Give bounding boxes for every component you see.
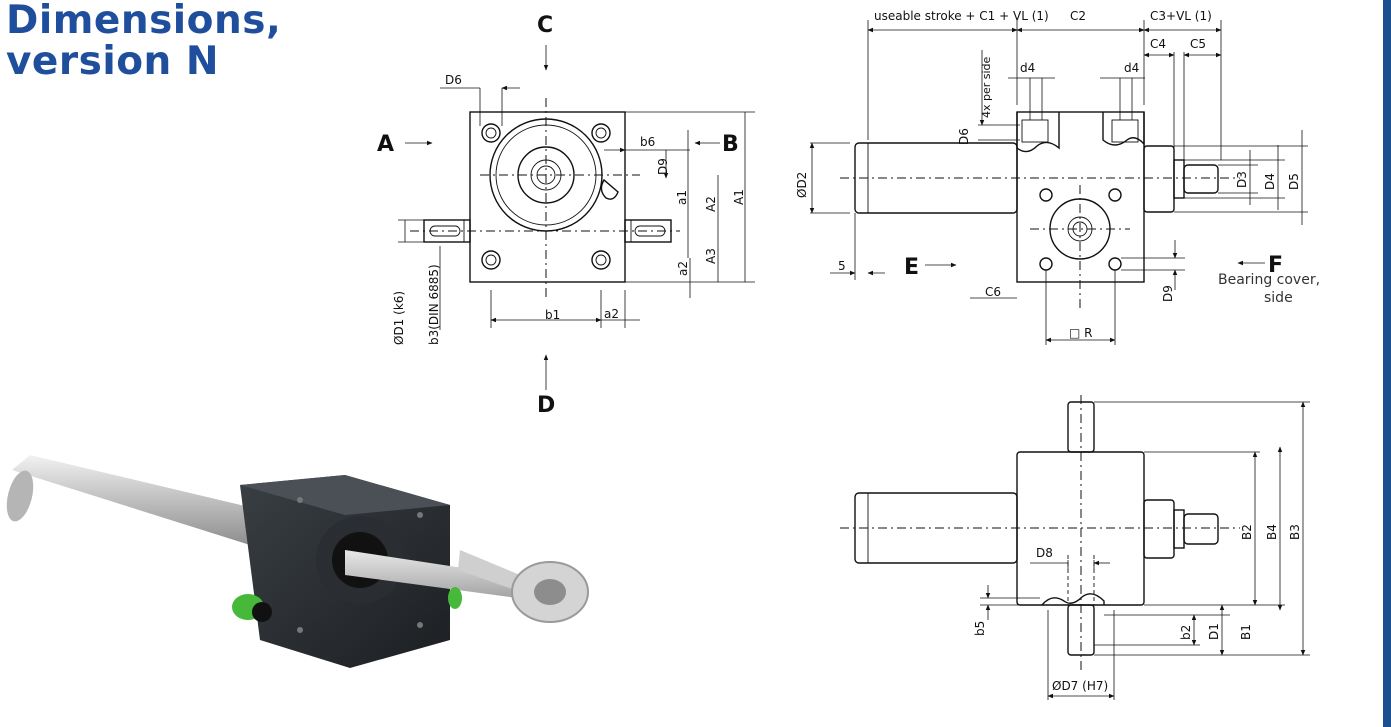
front-view (398, 45, 755, 390)
bearing-cover-side (1143, 145, 1175, 213)
dim-d6-side: D6 (957, 128, 971, 145)
dim-c2: C2 (1070, 9, 1086, 23)
dim-square-r: □ R (1069, 326, 1093, 340)
dim-a2-upper: A2 (704, 196, 718, 212)
note-4x-per-side: 4x per side (980, 56, 993, 118)
dim-a2-horizontal: a2 (604, 307, 619, 321)
dim-c3-vl: C3+VL (1) (1150, 9, 1212, 23)
dim-d1-k6: ØD1 (k6) (392, 291, 406, 345)
view-letter-a: A (377, 132, 394, 157)
dim-d9-front: D9 (656, 158, 670, 175)
title-line-1: Dimensions, (6, 0, 282, 43)
dim-a3: A3 (704, 248, 718, 264)
dim-a1-overall: A1 (732, 189, 746, 205)
view-letter-f: F (1268, 253, 1283, 278)
dim-d9-side: D9 (1161, 285, 1175, 302)
bottom-shaft (1067, 604, 1095, 656)
dim-d8: D8 (1036, 546, 1053, 560)
note-bearing-cover: Bearing cover, (1218, 272, 1320, 288)
dim-b1-top: B1 (1239, 624, 1253, 640)
dim-b3-din: b3(DIN 6885) (427, 264, 441, 345)
dim-b3: B3 (1288, 524, 1302, 540)
top-view (840, 395, 1310, 700)
dim-d2: ØD2 (795, 172, 809, 198)
dim-5: 5 (838, 259, 846, 273)
dim-d6-front: D6 (445, 73, 462, 87)
lube-fitting (600, 178, 619, 200)
view-letter-d: D (537, 393, 555, 418)
mounting-holes (481, 123, 611, 270)
side-view (809, 20, 1308, 345)
dim-b2: B2 (1240, 524, 1254, 540)
dim-c6: C6 (985, 285, 1001, 299)
note-side: side (1264, 290, 1293, 306)
brand-stripe (1383, 0, 1391, 727)
view-letter-e: E (904, 255, 919, 280)
view-letter-c: C (537, 13, 553, 38)
dim-b4: B4 (1265, 524, 1279, 540)
photo-tube (12, 455, 262, 545)
title-line-2: version N (6, 39, 219, 84)
dim-a2-vertical: a2 (676, 261, 690, 276)
dim-a1: a1 (675, 190, 689, 205)
dim-c4: C4 (1150, 37, 1166, 51)
page-title: Dimensions, version N (6, 0, 281, 82)
dim-d5: D5 (1287, 173, 1301, 190)
dim-d3: D3 (1235, 171, 1249, 188)
dim-d4-left: d4 (1020, 61, 1035, 75)
dim-d1-top: D1 (1207, 623, 1221, 640)
dim-b1: b1 (545, 308, 560, 322)
dim-d4-right: d4 (1124, 61, 1139, 75)
spindle-end (1183, 164, 1219, 194)
dim-b5: b5 (973, 621, 987, 636)
dim-b6: b6 (640, 135, 655, 149)
dim-c5: C5 (1190, 37, 1206, 51)
dim-useable-stroke: useable stroke + C1 + VL (1) (874, 9, 1049, 23)
dim-d4-dia: D4 (1263, 173, 1277, 190)
dim-d7-h7: ØD7 (H7) (1052, 679, 1108, 693)
product-photo (6, 455, 589, 668)
front-housing (469, 111, 626, 283)
view-letter-b: B (722, 132, 739, 157)
dim-b2-small: b2 (1179, 625, 1193, 640)
